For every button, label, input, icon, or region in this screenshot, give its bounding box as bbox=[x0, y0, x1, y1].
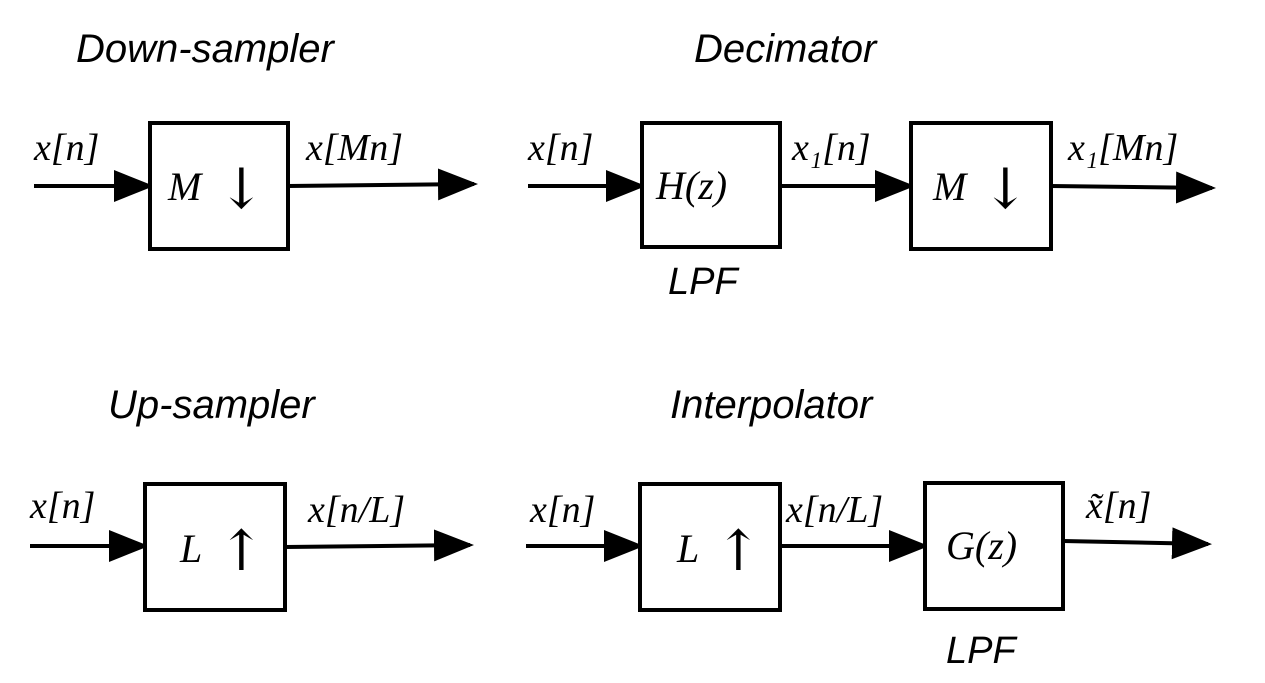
up-arrow-icon: ↑ bbox=[218, 519, 265, 584]
decimator-block-symbol: M bbox=[932, 164, 969, 209]
decimator-filter-label: H(z) bbox=[655, 163, 727, 208]
interpolator-output-arrow bbox=[1062, 527, 1212, 560]
interpolator-diagram: Interpolator x[n] L ↑ x[n/L] G(z) LPF x̃… bbox=[526, 383, 1212, 672]
interpolator-block-symbol: L bbox=[676, 526, 699, 571]
downsampler-input-label: x[n] bbox=[33, 127, 99, 169]
decimator-downsample-block bbox=[909, 121, 1053, 251]
upsampler-diagram: Up-sampler x[n] L ↑ x[n/L] bbox=[29, 383, 474, 612]
decimator-input-label: x[n] bbox=[527, 127, 593, 169]
down-arrow-icon: ↓ bbox=[218, 157, 265, 222]
decimator-down-arrow-icon: ↓ bbox=[982, 157, 1029, 222]
downsampler-title: Down-sampler bbox=[76, 27, 336, 71]
decimator-output-arrow bbox=[1050, 171, 1216, 204]
downsampler-block-symbol: M bbox=[167, 164, 204, 209]
interpolator-output-label: x̃[n] bbox=[1085, 485, 1151, 527]
upsampler-output-label: x[n/L] bbox=[307, 489, 405, 531]
decimator-intermediate-label: x₁[n] bbox=[791, 127, 871, 169]
interpolator-lpf-label: LPF bbox=[946, 630, 1017, 672]
interpolator-input-label: x[n] bbox=[529, 489, 595, 531]
upsampler-input-label: x[n] bbox=[29, 485, 95, 527]
downsampler-output-arrow bbox=[287, 168, 478, 201]
decimator-title: Decimator bbox=[694, 27, 878, 71]
downsampler-diagram: Down-sampler x[n] M ↓ x[Mn] bbox=[33, 27, 478, 251]
interpolator-title: Interpolator bbox=[670, 383, 874, 427]
decimator-lpf-label: LPF bbox=[668, 261, 739, 303]
upsampler-block-symbol: L bbox=[179, 526, 202, 571]
downsampler-output-label: x[Mn] bbox=[305, 127, 403, 169]
interpolator-intermediate-label: x[n/L] bbox=[785, 489, 883, 531]
interpolator-filter-block bbox=[923, 481, 1065, 611]
upsampler-block bbox=[143, 482, 287, 612]
decimator-diagram: Decimator x[n] H(z) LPF x₁[n] M ↓ x₁[Mn] bbox=[527, 27, 1216, 303]
interpolator-up-arrow-icon: ↑ bbox=[715, 519, 762, 584]
upsampler-title: Up-sampler bbox=[108, 383, 316, 427]
decimator-output-label: x₁[Mn] bbox=[1067, 127, 1178, 169]
upsampler-output-arrow bbox=[284, 529, 474, 562]
interpolator-filter-label: G(z) bbox=[946, 523, 1017, 568]
